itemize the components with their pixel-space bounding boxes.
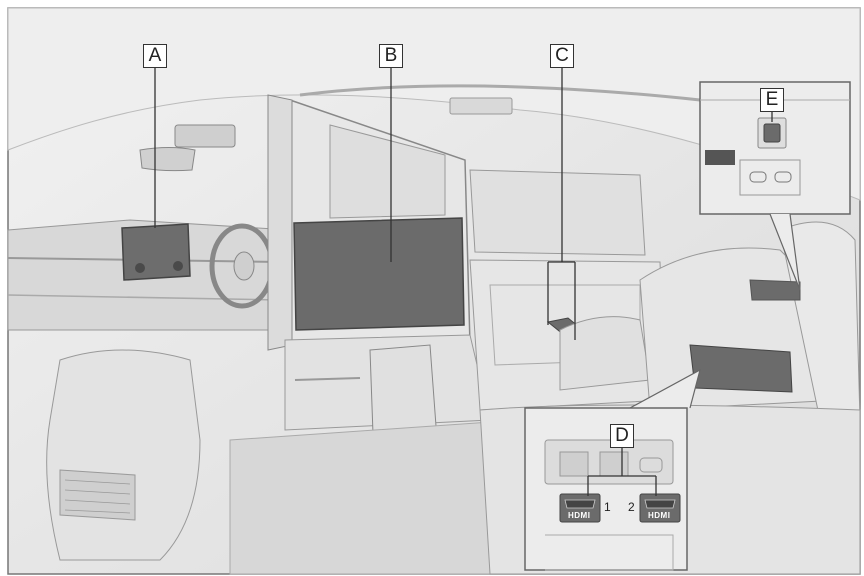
side-window bbox=[470, 170, 645, 255]
overhead-console bbox=[175, 125, 235, 147]
callout-label-c: C bbox=[550, 44, 574, 68]
callout-label-a: A bbox=[143, 44, 167, 68]
hdmi-port-1-number: 1 bbox=[604, 500, 611, 514]
hdmi-logo-2: HDMI bbox=[648, 511, 670, 520]
hdmi-port-2-number: 2 bbox=[628, 500, 635, 514]
rear-view-mirror bbox=[140, 148, 195, 171]
front-display bbox=[122, 224, 190, 280]
front-seat bbox=[47, 350, 200, 560]
roof-console bbox=[450, 98, 512, 114]
rear-seat-armrest bbox=[560, 317, 650, 390]
usb-c-port bbox=[764, 124, 780, 142]
inset-d-box bbox=[525, 408, 687, 570]
rear-large-display bbox=[294, 218, 464, 330]
callout-label-e: E bbox=[760, 88, 784, 112]
callout-label-d: D bbox=[610, 424, 634, 448]
seat-console-dark bbox=[690, 345, 792, 392]
callout-label-b: B bbox=[379, 44, 403, 68]
seat-pocket-dark bbox=[750, 280, 800, 300]
hdmi-logo-1: HDMI bbox=[568, 511, 590, 520]
partition-pillar bbox=[268, 95, 292, 350]
